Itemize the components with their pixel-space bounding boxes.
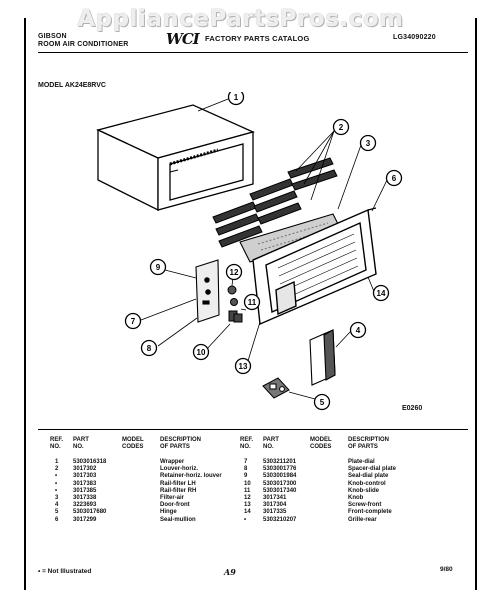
catalog-title: FACTORY PARTS CATALOG [205,34,310,43]
control-knobs [227,285,243,323]
callout-label: 8 [147,344,152,353]
print-date: 9/80 [440,566,453,573]
callout-7 [124,312,142,330]
exploded-parts-diagram: 1 2 3 6 9 12 7 11 14 8 10 13 4 5 [96,92,403,411]
ref-no-header: REF.NO. [240,437,254,451]
reference-callouts [124,92,403,411]
callout-label: 1 [234,93,239,102]
callout-10 [192,343,210,361]
callout-1 [227,92,245,106]
wrapper-cabinet [96,104,255,212]
brand-name: GIBSON [38,33,67,40]
callout-label: 4 [356,326,361,335]
callout-label: 3 [366,139,371,148]
callout-label: 11 [248,298,257,307]
front-door [309,329,336,386]
callout-3 [359,134,377,152]
page-number: A9 [224,567,236,577]
callout-5 [313,393,331,411]
product-name: ROOM AIR CONDITIONER [38,41,129,48]
callout-label: 7 [131,317,136,326]
callout-label: 13 [239,362,248,371]
callout-14 [372,284,390,302]
catalog-code: LG34090220 [393,34,436,41]
callout-11 [243,293,261,311]
ref-no-header: REF.NO. [50,437,64,451]
callout-6 [385,169,403,187]
callout-label: 14 [377,289,386,298]
front-grille-complete [252,207,377,326]
wci-logo: WCI [166,30,200,48]
model-number: MODEL AK24E8RVC [38,82,106,89]
header-rule [38,52,468,53]
hinge [262,377,290,399]
not-illustrated-note: • = Not Illustrated [38,568,92,575]
page-frame [24,18,477,590]
dial-plate [195,259,220,323]
callout-label: 12 [230,268,239,277]
callout-8 [140,339,158,357]
callout-9 [149,258,167,276]
leader-lines [140,98,388,400]
diagram-code: E0260 [402,405,423,412]
callout-12 [225,263,243,281]
callout-label: 5 [320,398,325,407]
callout-2 [332,118,350,136]
horizontal-louvers [212,157,338,248]
table-top-rule [38,429,468,430]
callout-label: 2 [339,123,344,132]
callout-13 [234,357,252,375]
callout-label: 9 [156,263,161,272]
callout-label: 10 [197,348,206,357]
callout-4 [349,321,367,339]
callout-label: 6 [392,174,397,183]
